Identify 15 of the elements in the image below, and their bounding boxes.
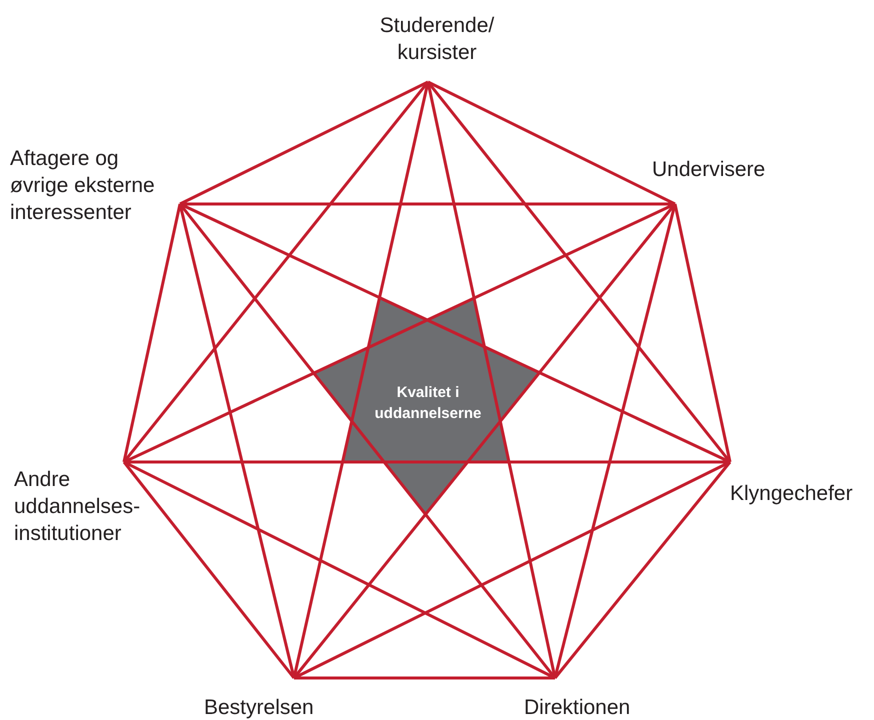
connector-line [554,461,732,679]
connector-line [674,204,732,462]
stakeholder-label: Bestyrelsen [204,695,314,720]
stakeholder-label: Undervisere [652,157,766,183]
connector-line [122,204,182,462]
connector-line [179,80,429,206]
stakeholder-label: Klyngechefer [730,481,853,507]
connector-line [122,461,296,679]
connector-line [294,676,555,680]
stakeholder-label: Studerende/ kursister [378,13,496,66]
center-label: Kvalitet i uddannelserne [374,383,482,424]
stakeholder-label: Andre uddannelses-institutioner [14,467,142,547]
connector-line [427,80,676,206]
stakeholder-label: Direktionen [524,695,630,720]
stakeholder-label: Aftagere og øvrige eksterne interessenter [10,146,156,226]
